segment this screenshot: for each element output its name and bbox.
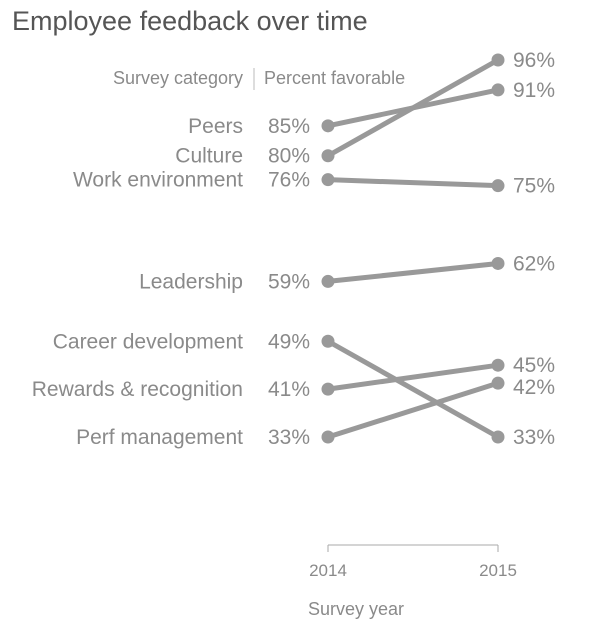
point-work-environment-2014	[321, 173, 335, 187]
series-line-work-environment	[325, 177, 501, 189]
series-line-career-development	[325, 338, 501, 440]
category-label-peers: Peers	[188, 115, 243, 138]
value-label-work-environment-2015: 75%	[513, 175, 555, 198]
point-rewards-and-recognition-2014	[321, 382, 335, 396]
series-lines	[321, 53, 505, 444]
value-label-perf-management-2014: 33%	[268, 426, 310, 449]
point-perf-management-2015	[491, 376, 505, 390]
series-line-leadership	[325, 260, 501, 284]
point-career-development-2015	[491, 430, 505, 444]
series-labels: Peers 85% 91% Culture 80% 96% Work environment…	[32, 49, 555, 449]
category-label-culture: Culture	[175, 145, 243, 168]
series-line-perf-management	[325, 380, 501, 440]
point-leadership-2014	[321, 274, 335, 288]
point-leadership-2015	[491, 256, 505, 270]
value-label-work-environment-2014: 76%	[268, 169, 310, 192]
value-label-culture-2014: 80%	[268, 145, 310, 168]
x-tick-label-2014: 2014	[309, 561, 347, 580]
value-label-perf-management-2015: 42%	[513, 376, 555, 399]
point-peers-2015	[491, 83, 505, 97]
point-work-environment-2015	[491, 179, 505, 193]
category-label-work-environment: Work environment	[73, 169, 243, 192]
value-label-leadership-2014: 59%	[268, 270, 310, 293]
series-line-rewards-and-recognition	[325, 362, 501, 392]
value-label-culture-2015: 96%	[513, 49, 555, 72]
chart-title: Employee feedback over time	[12, 6, 368, 36]
value-label-career-development-2014: 49%	[268, 330, 310, 353]
value-label-peers-2014: 85%	[268, 115, 310, 138]
category-label-rewards-and-recognition: Rewards & recognition	[32, 378, 243, 401]
point-rewards-and-recognition-2015	[491, 358, 505, 372]
value-label-career-development-2015: 33%	[513, 426, 555, 449]
value-label-peers-2015: 91%	[513, 79, 555, 102]
value-label-rewards-and-recognition-2014: 41%	[268, 378, 310, 401]
category-label-leadership: Leadership	[139, 270, 243, 293]
value-label-rewards-and-recognition-2015: 45%	[513, 354, 555, 377]
point-career-development-2014	[321, 334, 335, 348]
header-survey-category: Survey category	[113, 68, 243, 88]
point-peers-2014	[321, 119, 335, 133]
point-culture-2014	[321, 149, 335, 163]
header-percent-favorable: Percent favorable	[264, 68, 405, 88]
value-label-leadership-2015: 62%	[513, 252, 555, 275]
category-label-career-development: Career development	[53, 330, 243, 353]
x-tick-label-2015: 2015	[479, 561, 517, 580]
point-perf-management-2014	[321, 430, 335, 444]
category-label-perf-management: Perf management	[76, 426, 243, 449]
point-culture-2015	[491, 53, 505, 67]
series-line-culture	[325, 57, 501, 159]
x-axis-label: Survey year	[308, 599, 404, 619]
